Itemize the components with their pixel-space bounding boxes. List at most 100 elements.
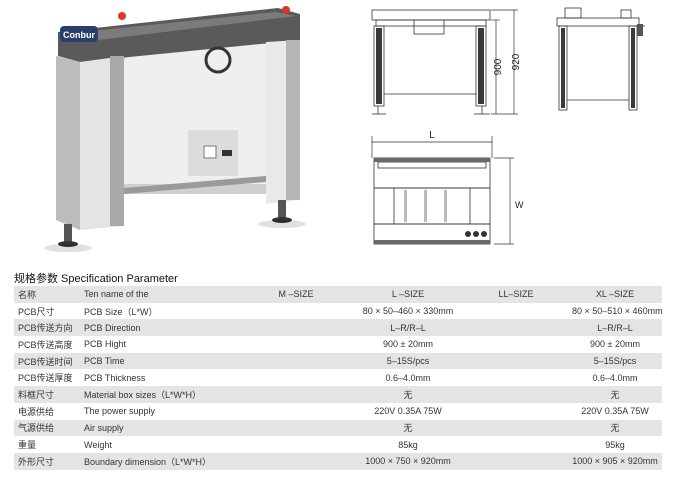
top-inner-frame [373,187,491,225]
row-value-xl: L–R/R–L [568,319,662,337]
table-header-row: 名称 Ten name of the M –SIZE L –SIZE LL–SI… [14,286,662,303]
row-name-en: Weight [80,436,240,453]
row-name-en: PCB Direction [80,319,240,337]
row-value-xl: 80 × 50–510 × 460mm [568,302,662,320]
row-name-cn: 料框尺寸 [14,386,80,403]
row-value-l: 无 [352,386,464,403]
spec-table: 名称 Ten name of the M –SIZE L –SIZE LL–SI… [14,286,662,470]
side-view-drawing [556,7,645,111]
row-value-ll [464,319,568,337]
row-value-ll [464,386,568,403]
row-name-en: Boundary dimension（L*W*H） [80,452,240,470]
row-value-ll [464,419,568,437]
emergency-stop-icon [118,12,126,20]
row-value-m [240,419,352,437]
front-view-drawing: 900 920 [371,9,522,115]
row-name-en: Air supply [80,419,240,437]
bottom-crossbar [124,176,266,194]
row-name-cn: PCB传送高度 [14,336,80,353]
handwheel-icon [204,46,232,74]
row-value-l: 无 [352,419,464,437]
row-value-m [240,436,352,453]
row-value-xl: 900 ± 20mm [568,336,662,353]
row-value-ll [464,369,568,387]
row-value-m [240,302,352,320]
row-value-ll [464,352,568,370]
emergency-stop-icon-right [282,6,290,14]
row-value-ll [464,336,568,353]
header-en: Ten name of the [80,286,240,303]
header-xl-size: XL –SIZE [568,286,662,303]
spec-title: 规格参数 Specification Parameter [14,273,178,285]
row-name-cn: PCB尺寸 [14,302,80,320]
row-value-l: 900 ± 20mm [352,336,464,353]
row-name-cn: PCB传送厚度 [14,369,80,387]
front-left-leg [373,25,385,107]
row-value-m [240,319,352,337]
foot-right [278,200,286,218]
header-l-size: L –SIZE [352,286,464,303]
row-value-l: L–R/R–L [352,319,464,337]
row-name-cn: 外形尺寸 [14,452,80,470]
row-name-cn: 重量 [14,436,80,453]
row-value-m [240,402,352,420]
row-name-en: Material box sizes（L*W*H） [80,386,240,403]
row-value-l: 85kg [352,436,464,453]
row-name-en: PCB Size（L*W） [80,302,240,320]
dim-label-920: 920 [511,53,522,70]
row-name-cn: 气源供给 [14,419,80,437]
row-value-xl: 220V 0.35A 75W [568,402,662,420]
row-value-l: 220V 0.35A 75W [352,402,464,420]
header-ll-size: LL–SIZE [464,286,568,303]
row-value-xl: 无 [568,419,662,437]
row-name-cn: 电源供给 [14,402,80,420]
row-value-m [240,452,352,470]
row-value-l: 80 × 50–460 × 330mm [352,302,464,320]
row-value-m [240,336,352,353]
top-rail-upper [373,157,491,189]
row-name-en: The power supply [80,402,240,420]
row-name-en: PCB Thickness [80,369,240,387]
header-m-size: M –SIZE [240,286,352,303]
row-name-cn: PCB传送时间 [14,352,80,370]
row-value-ll [464,452,568,470]
row-value-xl: 95kg [568,436,662,453]
row-value-ll [464,402,568,420]
row-value-ll [464,436,568,453]
row-value-m [240,369,352,387]
row-value-m [240,386,352,403]
top-view-drawing: L W [371,130,524,245]
foot-left [64,224,72,242]
row-value-xl: 0.6–4.0mm [568,369,662,387]
row-value-m [240,352,352,370]
row-value-xl: 1000 × 905 × 920mm [568,452,662,470]
row-value-l: 5–15S/pcs [352,352,464,370]
row-name-en: PCB Time [80,352,240,370]
dim-label-W: W [515,200,524,210]
row-value-l: 1000 × 750 × 920mm [352,452,464,470]
row-value-ll [464,302,568,320]
side-top-rail [556,17,640,27]
row-value-xl: 5–15S/pcs [568,352,662,370]
row-name-en: PCB Hight [80,336,240,353]
dim-label-900: 900 [493,58,504,75]
row-value-l: 0.6–4.0mm [352,369,464,387]
product-photo: Conbur [44,6,306,252]
front-right-leg [475,25,487,107]
left-front-leg [56,56,80,230]
row-value-xl: 无 [568,386,662,403]
dim-label-L: L [429,130,435,141]
header-cn: 名称 [14,286,80,303]
brand-logo-plate [60,26,98,42]
brand-logo: Conbur [63,30,95,40]
